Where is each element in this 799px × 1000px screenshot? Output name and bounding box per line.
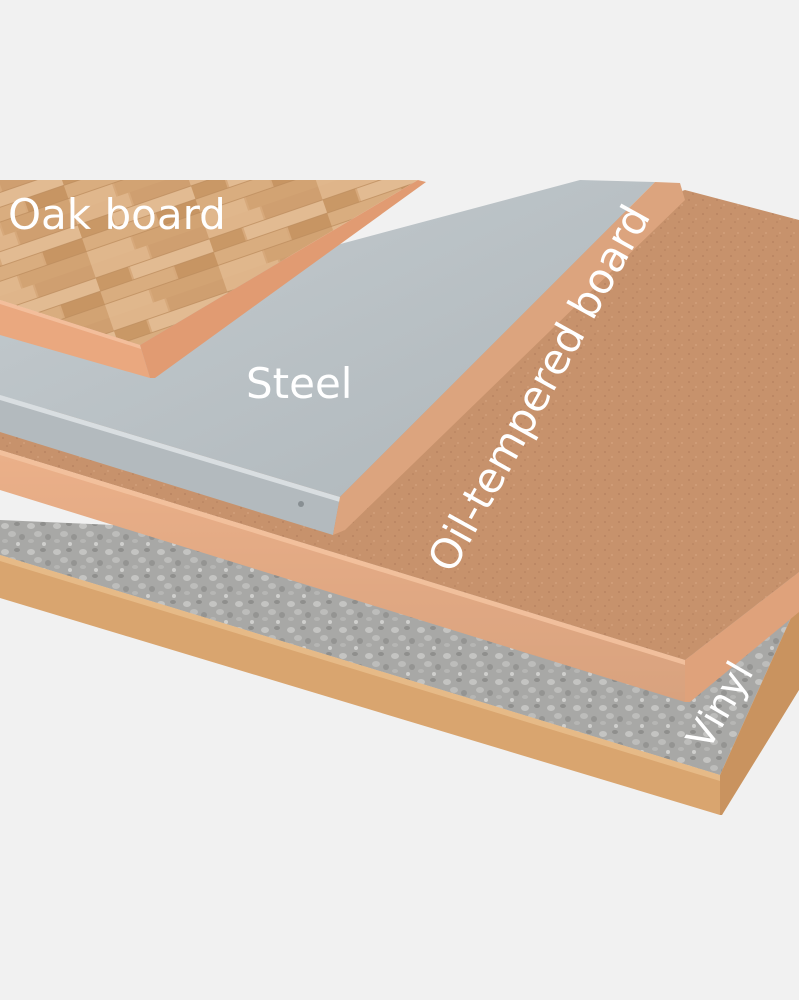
steel-rivet — [298, 501, 304, 507]
oak-shelf — [0, 180, 426, 378]
vinyl-side-edge — [720, 600, 799, 815]
vinyl-front-edge — [0, 555, 720, 815]
oak-side-edge — [140, 180, 426, 378]
oak-label: Oak board — [8, 190, 226, 239]
hardboard-shelf — [0, 190, 799, 702]
oak-front-edge — [0, 300, 150, 378]
steel-front-edge — [0, 395, 340, 535]
oak-top-surface — [0, 180, 418, 345]
steel-wood-side-edge — [333, 182, 685, 535]
steel-top-surface — [0, 180, 655, 497]
hardboard-side-edge — [685, 572, 799, 702]
steel-label: Steel — [246, 359, 352, 408]
steel-shelf — [0, 180, 685, 535]
